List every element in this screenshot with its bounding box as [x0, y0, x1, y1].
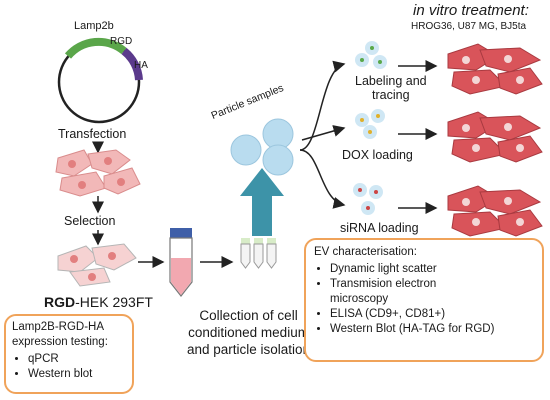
cell-line-hek: -HEK 293FT	[75, 294, 153, 310]
labeling-label: Labeling and tracing	[355, 74, 427, 102]
ev-item: Dynamic light scatter	[330, 262, 534, 277]
collection-line-3: and particle isolation	[187, 342, 311, 357]
collection-line-1: Collection of cell	[199, 308, 298, 323]
sirna-particles-icon	[353, 183, 383, 215]
selected-cells-icon	[57, 243, 137, 287]
expression-item: qPCR	[28, 352, 126, 367]
expression-head-1: Lamp2B-RGD-HA	[12, 321, 105, 333]
dox-particles-icon	[355, 109, 385, 139]
ev-head: EV characterisation:	[314, 246, 417, 258]
arrow-to-dox	[301, 125, 346, 141]
plasmid-icon	[57, 37, 143, 124]
treatment-title-text: in vitro treatment:	[413, 2, 529, 19]
selection-label: Selection	[64, 214, 116, 228]
cell-line-label: RGD-HEK 293FT	[44, 294, 153, 310]
ev-item-part: microscopy	[330, 293, 389, 305]
dox-label: DOX loading	[342, 148, 413, 162]
cell-line-rgd: RGD	[44, 294, 76, 310]
labeling-line-2: tracing	[372, 88, 410, 102]
target-cells-sirna-icon	[447, 185, 543, 237]
arrow-to-sirna	[299, 149, 346, 209]
transfection-label: Transfection	[58, 127, 127, 141]
collection-line-2: conditioned medium	[188, 325, 309, 340]
ev-item: ELISA (CD9+, CD81+)	[330, 307, 534, 322]
sirna-label: siRNA loading	[340, 221, 419, 235]
ev-item: Western Blot (HA-TAG for RGD)	[330, 322, 534, 337]
plasmid-label-ha: HA	[134, 60, 148, 71]
labeled-particles-icon	[355, 41, 387, 69]
expression-testing-box: Lamp2B-RGD-HA expression testing: qPCR W…	[4, 314, 134, 394]
expression-list: qPCR Western blot	[12, 352, 126, 382]
plasmid-label-lamp2b: Lamp2b	[74, 20, 114, 32]
up-arrow-icon	[240, 168, 284, 236]
target-cells-dox-icon	[447, 111, 543, 163]
ev-item: Transmision electron microscopy	[330, 277, 534, 307]
centrifuge-tube-icon	[169, 228, 193, 297]
labeling-line-1: Labeling and	[355, 74, 427, 88]
expression-item: Western blot	[28, 367, 126, 382]
plasmid-label-rgd: RGD	[110, 36, 133, 47]
expression-head-2: expression testing:	[12, 336, 108, 348]
arrow-to-labeling	[299, 60, 346, 151]
collection-label: Collection of cell conditioned medium an…	[187, 307, 310, 358]
ev-item-part: Transmision electron	[330, 278, 437, 290]
treatment-title: in vitro treatment:	[413, 2, 529, 19]
ev-characterisation-box: EV characterisation: Dynamic light scatt…	[304, 238, 544, 362]
ev-list: Dynamic light scatter Transmision electr…	[314, 262, 534, 337]
transfected-cells-icon	[55, 149, 141, 197]
treatment-cell-lines: HROG36, U87 MG, BJ5ta	[411, 21, 527, 32]
particle-samples-icon	[230, 118, 294, 176]
sample-vials-icon	[240, 238, 277, 269]
target-cells-labeling-icon	[447, 43, 543, 95]
